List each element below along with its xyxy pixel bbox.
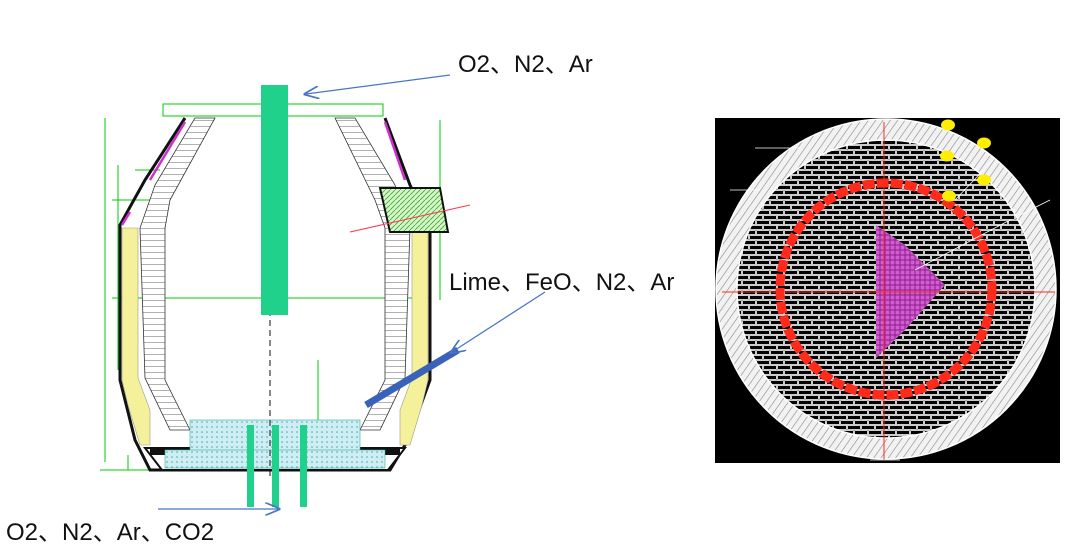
top-lance-gases-label: O2、N2、Ar [458, 51, 593, 78]
yellow-marker-4 [977, 174, 991, 186]
bottom-tuyere-2 [272, 425, 279, 507]
bottom-blowing-label: O2、N2、Ar、CO2 [6, 519, 215, 546]
arrow-side-injection [452, 291, 546, 352]
yellow-marker-3 [940, 150, 954, 162]
yellow-marker-2 [977, 137, 991, 149]
arrow-top-lance [306, 74, 451, 94]
yellow-marker-1 [941, 119, 955, 131]
top-lance [261, 85, 288, 315]
lining-left [121, 227, 151, 446]
red-brick-ring [775, 178, 997, 400]
bottom-tuyere-1 [247, 425, 254, 507]
side-injection-label: Lime、FeO、N2、Ar [449, 269, 675, 296]
yellow-marker-5 [942, 190, 956, 202]
side-tuyere [364, 346, 460, 409]
lining-right [399, 227, 429, 446]
bottom-tuyere-3 [300, 425, 307, 507]
